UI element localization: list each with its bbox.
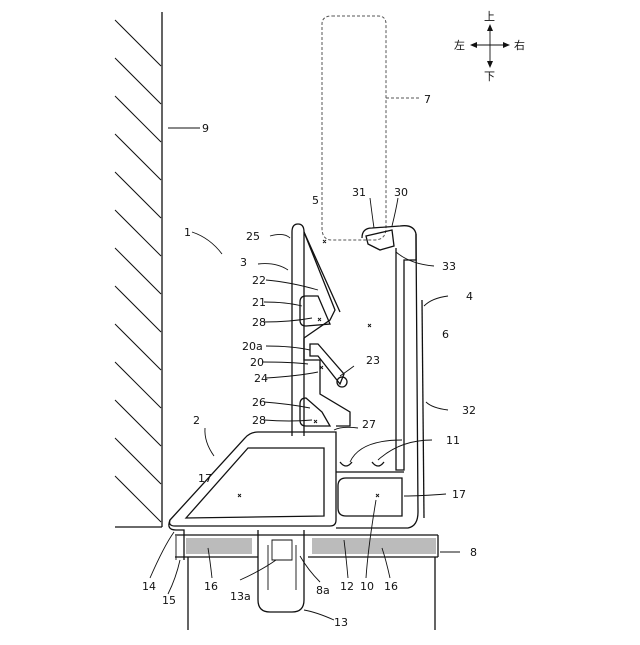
label-8: 8 [470,546,477,559]
label-13a: 13a [230,590,251,603]
hatch-line [115,476,161,522]
seal-pad-16-left [186,538,252,554]
glass-panel-7 [322,16,386,240]
label-2: 2 [193,414,200,427]
frame-3 [292,224,350,436]
label-28-lower: 28 [252,414,266,427]
seal-pad-16-right [312,538,436,554]
compass-left: 左 [454,39,465,52]
label-8a: 8a [316,584,330,597]
grooves-11 [340,462,384,466]
label-16-left: 16 [204,580,218,593]
label-31: 31 [352,186,366,199]
foot-13 [258,530,304,612]
hatch-line [115,210,161,256]
label-30: 30 [394,186,408,199]
label-23: 23 [366,354,380,367]
label-22: 22 [252,274,266,287]
label-25: 25 [246,230,260,243]
label-17-left: 17 [198,472,212,485]
hatch-line [115,96,161,142]
label-4: 4 [466,290,473,303]
hatch-line [115,134,161,180]
compass-right: 右 [514,38,525,52]
hatch-line [115,286,161,332]
label-6: 6 [442,328,449,341]
label-1: 1 [184,226,191,239]
direction-compass: 上 下 左 右 [454,10,525,83]
label-28-upper: 28 [252,316,266,329]
label-13: 13 [334,616,348,629]
hatch-line [115,58,161,104]
label-10: 10 [360,580,374,593]
label-16-right: 16 [384,580,398,593]
label-12: 12 [340,580,354,593]
label-21: 21 [252,296,266,309]
label-15: 15 [162,594,176,607]
hatch-line [115,362,161,408]
hatch-line [115,248,161,294]
label-3: 3 [240,256,247,269]
label-7: 7 [424,93,431,106]
label-33: 33 [442,260,456,273]
hatch-line [115,438,161,484]
hatch-line [115,324,161,370]
label-20a: 20a [242,340,263,353]
label-26: 26 [252,396,266,409]
hatch-line [115,172,161,218]
label-11: 11 [446,434,460,447]
label-32: 32 [462,404,476,417]
label-17-right: 17 [452,488,466,501]
label-24: 24 [254,372,268,385]
hatch-line [115,20,161,66]
label-5: 5 [312,194,319,207]
wall-hatching [115,20,161,522]
compass-up: 上 [484,10,495,23]
label-27: 27 [362,418,376,431]
frame-4 [336,226,424,528]
label-14: 14 [142,580,156,593]
hatch-line [115,400,161,446]
compass-down: 下 [484,70,495,83]
wall-9 [115,12,162,527]
label-20: 20 [250,356,264,369]
hollow-17-right [338,478,402,516]
label-9: 9 [202,122,209,135]
